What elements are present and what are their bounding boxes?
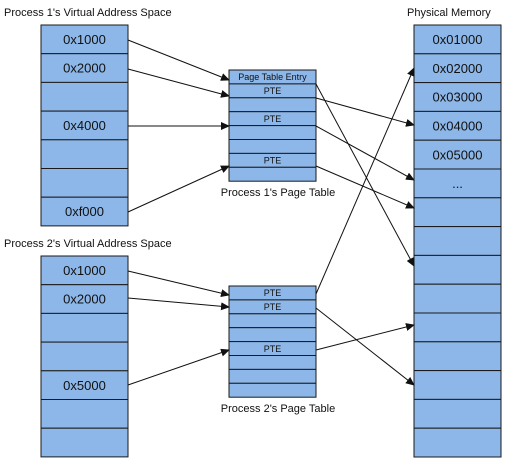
arrow-p1-0x1000-to-pte — [127, 39, 230, 81]
physical-frame-cell — [413, 283, 502, 314]
process1-space-title: Process 1's Virtual Address Space — [4, 7, 172, 19]
process1-address-cell-label: 0x4000 — [63, 118, 106, 133]
physical-frame-cell — [413, 197, 502, 228]
page-table-2-entry-cell — [228, 355, 317, 370]
physical-frame-cell — [413, 226, 502, 256]
arrow-pt1-entry-to-frame — [315, 83, 415, 267]
arrow-pt2-pte-to-frame — [315, 307, 415, 386]
page-table-1-entry-cell-label: Page Table Entry — [238, 72, 307, 82]
physical-frame-cell — [413, 341, 502, 372]
physical-frame-cell — [413, 370, 502, 400]
process2-address-cell — [40, 312, 129, 343]
physical-frame-cell-label: 0x02000 — [433, 61, 483, 76]
process2-address-cell — [40, 284, 129, 314]
page-table-1-caption: Process 1's Page Table — [221, 187, 335, 199]
page-table-1-entry-cell-label: PTE — [264, 86, 282, 96]
process2-address-cell — [40, 399, 129, 429]
physical-frame-cell-label: 0x05000 — [433, 147, 483, 162]
page-table-1-entry-cell — [228, 139, 317, 154]
arrow-pt2-pte-to-frame-2 — [315, 323, 415, 351]
page-table-2-entry-cell — [228, 327, 317, 343]
physical-frame-cell — [413, 168, 502, 199]
physical-frame-cell — [413, 398, 502, 429]
physical-frame-cell — [413, 427, 502, 458]
page-table-2-entry-cell — [228, 368, 317, 384]
page-table-2-entry-cell-label: PTE — [264, 344, 282, 354]
page-table-1-entry-cell — [228, 166, 317, 182]
physical-frame-cell — [413, 139, 502, 170]
process2-page-table: PTE PTE PTE — [228, 285, 317, 398]
arrow-p1-0x2000-to-pte — [127, 68, 230, 98]
arrow-p2-0x2000-to-pte — [127, 297, 230, 311]
physical-frame-cell-label: 0x04000 — [433, 118, 483, 133]
page-table-1-entry-cell-label: PTE — [264, 156, 282, 166]
process1-address-cell — [40, 168, 129, 198]
process2-address-cell — [40, 427, 129, 458]
arrow-pt1-pte-to-0x04000 — [315, 97, 415, 127]
arrow-pt2-pte-to-0x02000 — [315, 67, 415, 295]
process1-address-cell — [40, 81, 129, 112]
physical-memory-title: Physical Memory — [407, 7, 491, 19]
process2-address-cell-label: 0x2000 — [63, 292, 106, 307]
process2-address-cell-label: 0x1000 — [63, 263, 106, 278]
physical-frame-cell-label: ... — [452, 176, 463, 191]
page-table-1-entry-cell — [228, 125, 317, 140]
process1-address-cell — [40, 139, 129, 170]
mapping-arrows — [127, 39, 415, 386]
process1-address-cell — [40, 53, 129, 83]
arrow-p1-0xf000-to-pte — [127, 165, 230, 213]
arrow-p2-0x1000-to-pte — [127, 270, 230, 298]
process1-address-cell-label: 0x1000 — [63, 32, 106, 47]
arrow-pt1-pte-to-frame-2 — [315, 165, 415, 209]
physical-frame-cell — [413, 254, 502, 285]
arrow-pt1-pte-to-frame — [315, 125, 415, 181]
process1-address-cell — [40, 24, 129, 55]
page-table-2-caption: Process 2's Page Table — [221, 403, 335, 415]
page-table-1-entry-cell — [228, 97, 317, 113]
physical-frame-cell — [413, 110, 502, 141]
physical-frame-cell-label: 0x03000 — [433, 90, 483, 105]
process1-address-space: 0x1000 0x2000 0x4000 0xf000 — [40, 24, 129, 227]
process2-address-space: 0x1000 0x2000 0x5000 — [40, 255, 129, 458]
physical-frame-cell — [413, 24, 502, 55]
page-table-2-entry-cell — [228, 313, 317, 329]
physical-frame-cell — [413, 312, 502, 343]
process1-address-cell-label: 0x2000 — [63, 61, 106, 76]
physical-memory: 0x01000 0x02000 0x03000 0x04000 0x05000... — [413, 24, 502, 458]
physical-frame-cell-label: 0x01000 — [433, 32, 483, 47]
page-table-2-entry-cell-label: PTE — [264, 288, 282, 298]
arrow-p2-0x5000-to-pte — [127, 348, 230, 386]
page-table-1-entry-cell-label: PTE — [264, 114, 282, 124]
process2-address-cell — [40, 341, 129, 372]
process2-address-cell-label: 0x5000 — [63, 378, 106, 393]
process2-space-title: Process 2's Virtual Address Space — [4, 238, 172, 250]
process1-address-cell-label: 0xf000 — [65, 204, 104, 219]
page-table-2-entry-cell — [228, 382, 317, 398]
page-table-2-entry-cell-label: PTE — [264, 302, 282, 312]
